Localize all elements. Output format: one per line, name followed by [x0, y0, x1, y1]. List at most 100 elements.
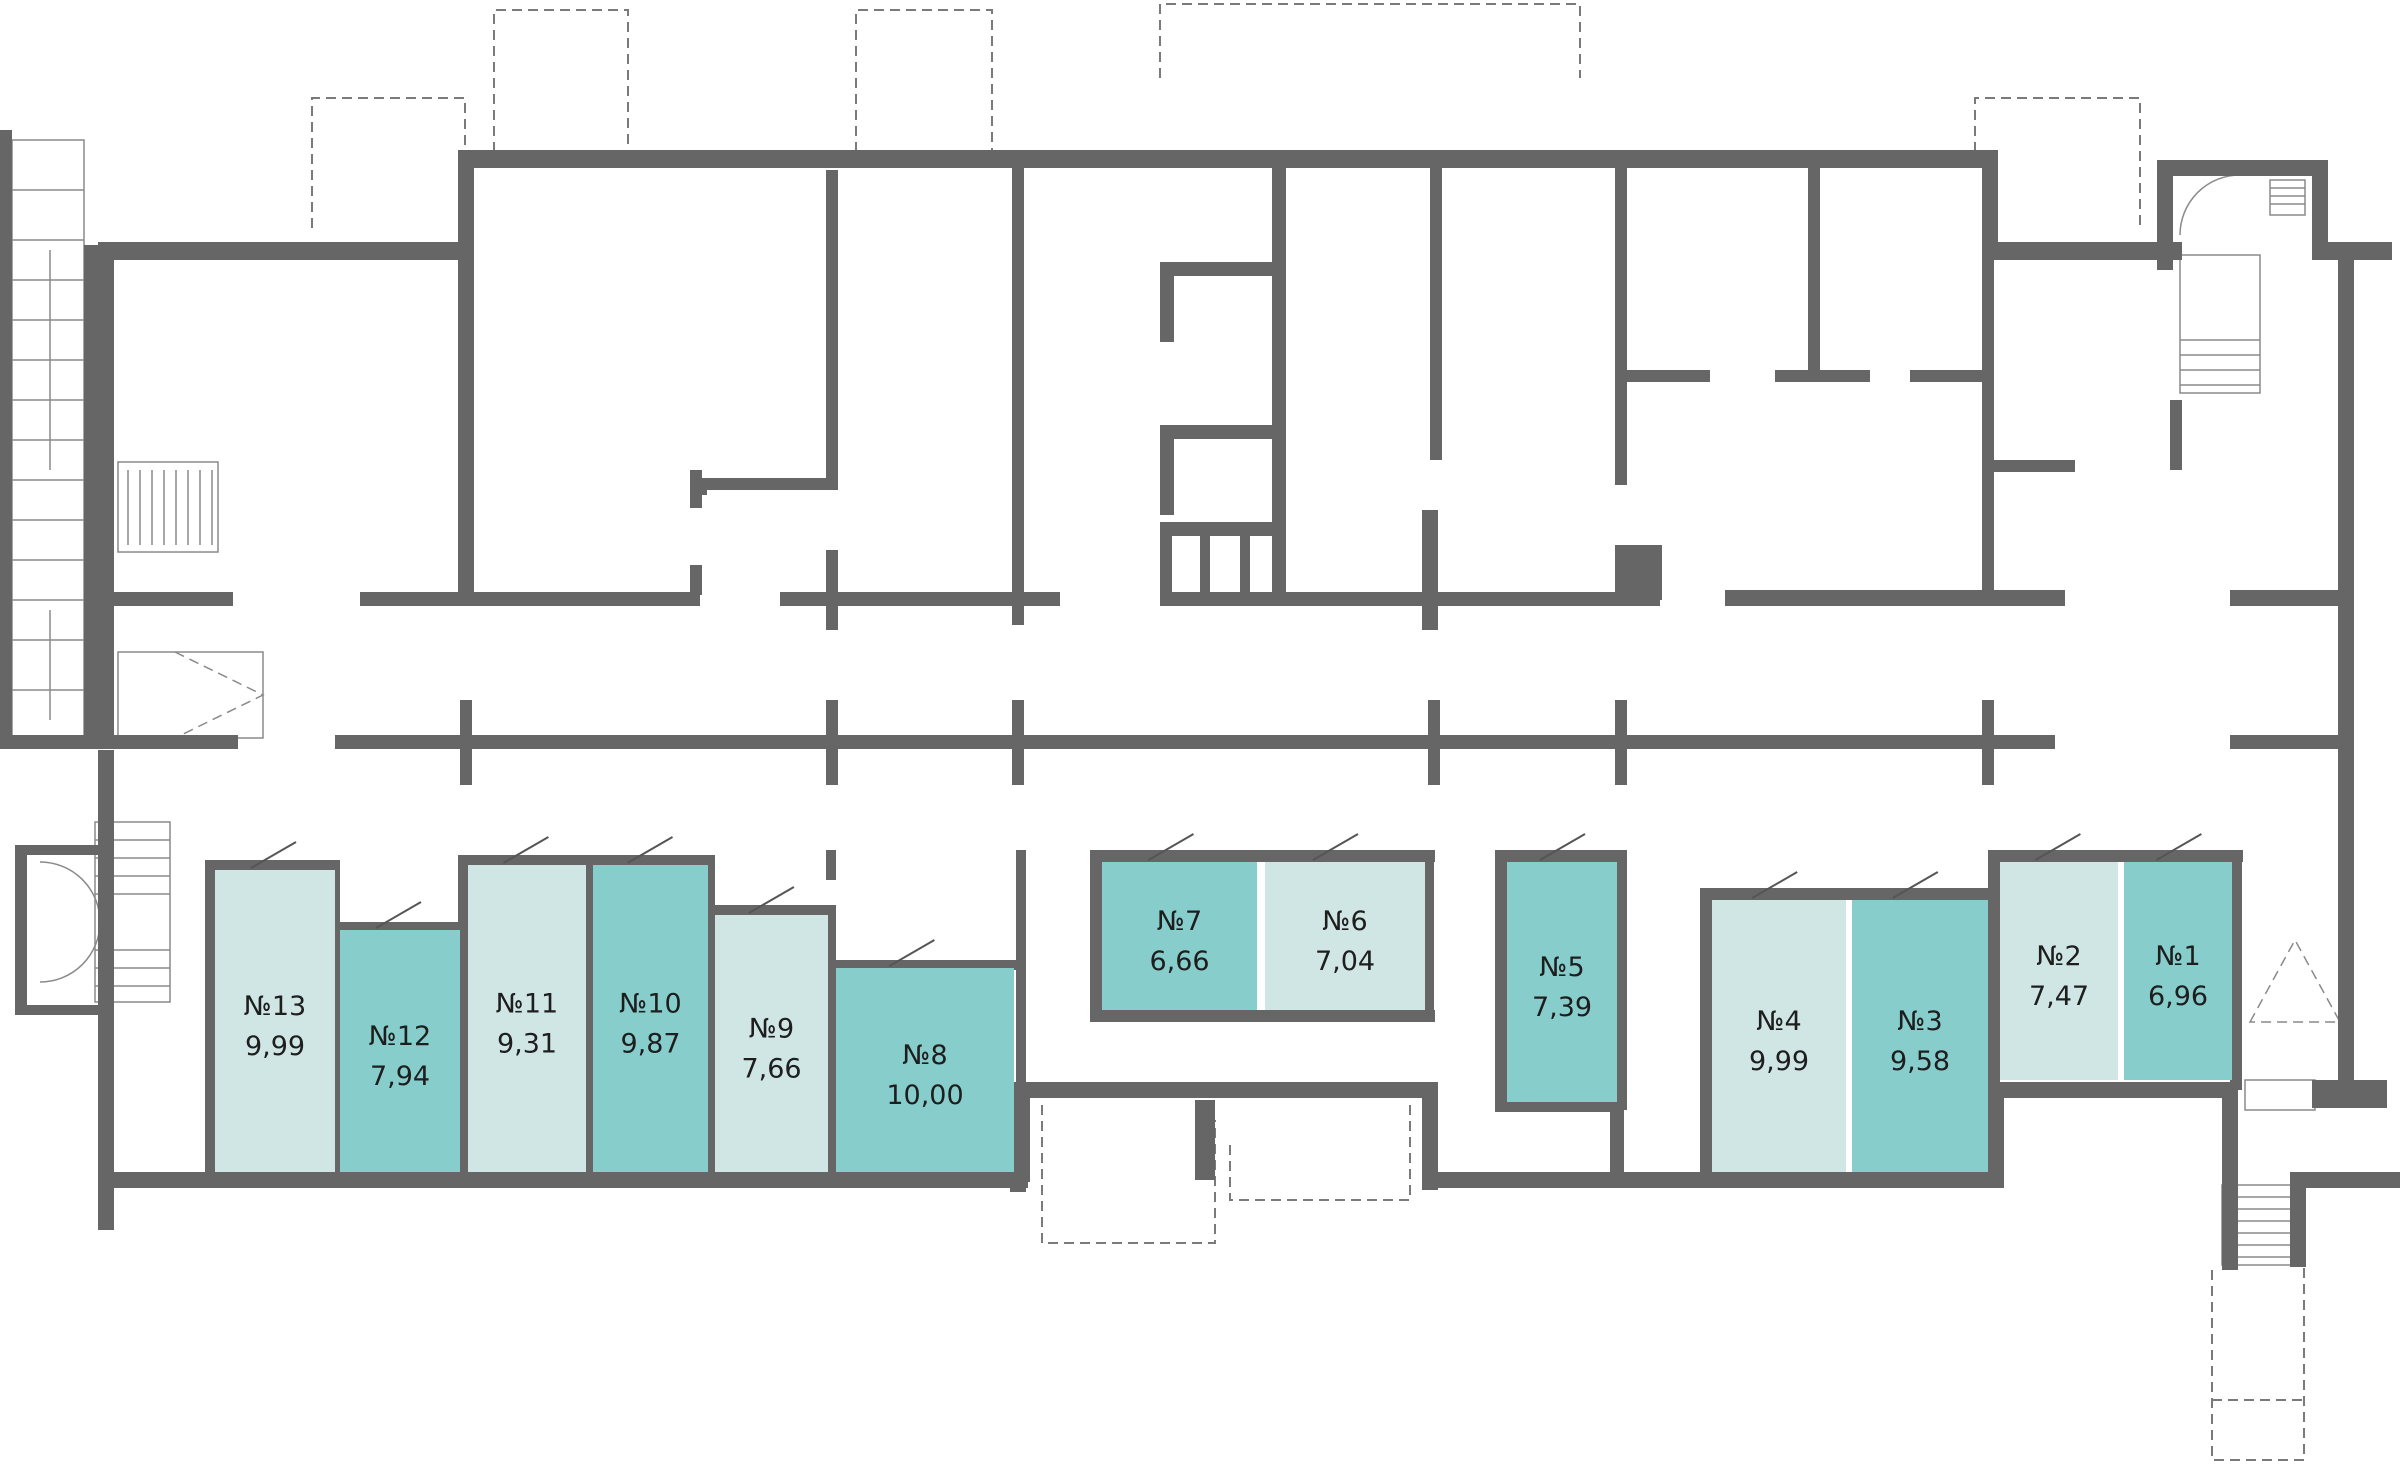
balcony-outline: [1159, 3, 1581, 78]
door-swing: [250, 841, 297, 869]
wall: [460, 700, 472, 785]
entrance-threshold: [2244, 1079, 2316, 1111]
wall: [1808, 165, 1820, 380]
storage-unit-number: №3: [1897, 1006, 1942, 1037]
wall: [15, 845, 27, 1015]
door-swing: [1539, 833, 1586, 861]
wall: [205, 860, 215, 1180]
storage-unit-number: №6: [1322, 906, 1367, 937]
wall: [1982, 150, 1998, 260]
wall: [1090, 1010, 1435, 1022]
storage-unit-number: №12: [369, 1021, 431, 1052]
door-swing: [1751, 871, 1798, 899]
balcony-outline: [1974, 97, 2141, 228]
storage-unit-fill: [715, 915, 828, 1172]
wall: [1988, 850, 2000, 1090]
wall: [583, 855, 593, 1180]
storage-unit-area: 7,66: [741, 1054, 801, 1085]
wall: [826, 700, 838, 785]
wall: [705, 855, 715, 1180]
wall: [1018, 1082, 1030, 1182]
wall: [1240, 535, 1250, 595]
storage-unit-number: №8: [902, 1040, 947, 1071]
balcony-outline: [311, 97, 466, 228]
right-stair-outline: [2179, 254, 2261, 394]
stair-details: [11, 139, 2342, 1266]
wall: [1700, 888, 1712, 1178]
wall: [1428, 700, 1440, 785]
wall: [1615, 545, 1627, 605]
storage-unit-number: №11: [496, 989, 558, 1020]
wall: [832, 960, 1017, 970]
wall: [1160, 425, 1285, 439]
storage-unit-area: 10,00: [886, 1080, 963, 1111]
wall: [360, 592, 700, 606]
wall: [2312, 160, 2328, 250]
wall: [2230, 850, 2242, 1090]
right-stair-curve: [2179, 174, 2241, 236]
wall: [780, 592, 1060, 606]
wall: [1422, 510, 1438, 630]
entrance-outline: [2211, 1240, 2305, 1461]
wall: [1422, 1172, 2002, 1188]
storage-unit-fill: [1102, 862, 1257, 1010]
entrance-stair-treads: [2222, 1196, 2294, 1258]
right-stair-landing: [2269, 179, 2306, 216]
storage-unit-area: 9,87: [620, 1029, 680, 1060]
porch-outline: [1229, 1105, 1411, 1201]
storage-unit-8[interactable]: №8 10,00: [836, 939, 1014, 1172]
left-stair-treads: [12, 189, 84, 691]
wall: [1160, 425, 1174, 515]
wall: [2157, 160, 2327, 176]
door-swing: [888, 939, 935, 967]
wall: [1160, 262, 1285, 276]
wall: [1988, 850, 2243, 862]
wall: [1160, 592, 1660, 606]
wall: [1615, 370, 1710, 382]
wall: [1615, 165, 1627, 485]
wall: [2157, 160, 2173, 270]
wall: [1700, 888, 2000, 900]
storage-unit-area: 9,58: [1890, 1046, 1950, 1077]
wall: [1982, 242, 2182, 260]
storage-unit-fill: [1712, 900, 1846, 1172]
wall: [826, 170, 838, 490]
wall: [98, 750, 114, 1230]
dashed-outlines: [311, 3, 2305, 1461]
storage-unit-number: №5: [1539, 952, 1584, 983]
wall: [1495, 1100, 1620, 1112]
wall: [2290, 1172, 2306, 1267]
ramp-lines: [127, 470, 213, 545]
storage-unit-fill: [2000, 862, 2118, 1080]
storage-unit-3[interactable]: №3 9,58: [1852, 871, 1988, 1172]
storage-unit-fill: [1265, 862, 1425, 1010]
right-stair-landing-treads: [2270, 187, 2305, 205]
wall: [1430, 165, 1442, 460]
storage-unit-fill: [836, 968, 1014, 1172]
wall: [1988, 1082, 2238, 1098]
wall: [2338, 242, 2354, 1087]
walls: [0, 130, 2400, 1270]
storage-unit-fill: [2124, 862, 2232, 1080]
ramp-diagonal: [174, 651, 265, 739]
storage-unit-number: №10: [619, 989, 681, 1020]
storage-unit-number: №1: [2155, 941, 2200, 972]
wall: [1018, 855, 1026, 1085]
storage-unit-10[interactable]: №10 9,87: [593, 836, 708, 1172]
porch-outline: [1041, 1105, 1216, 1244]
storage-unit-fill: [340, 930, 460, 1172]
wall: [15, 845, 100, 855]
door-swing: [748, 886, 795, 914]
wall: [0, 130, 12, 748]
